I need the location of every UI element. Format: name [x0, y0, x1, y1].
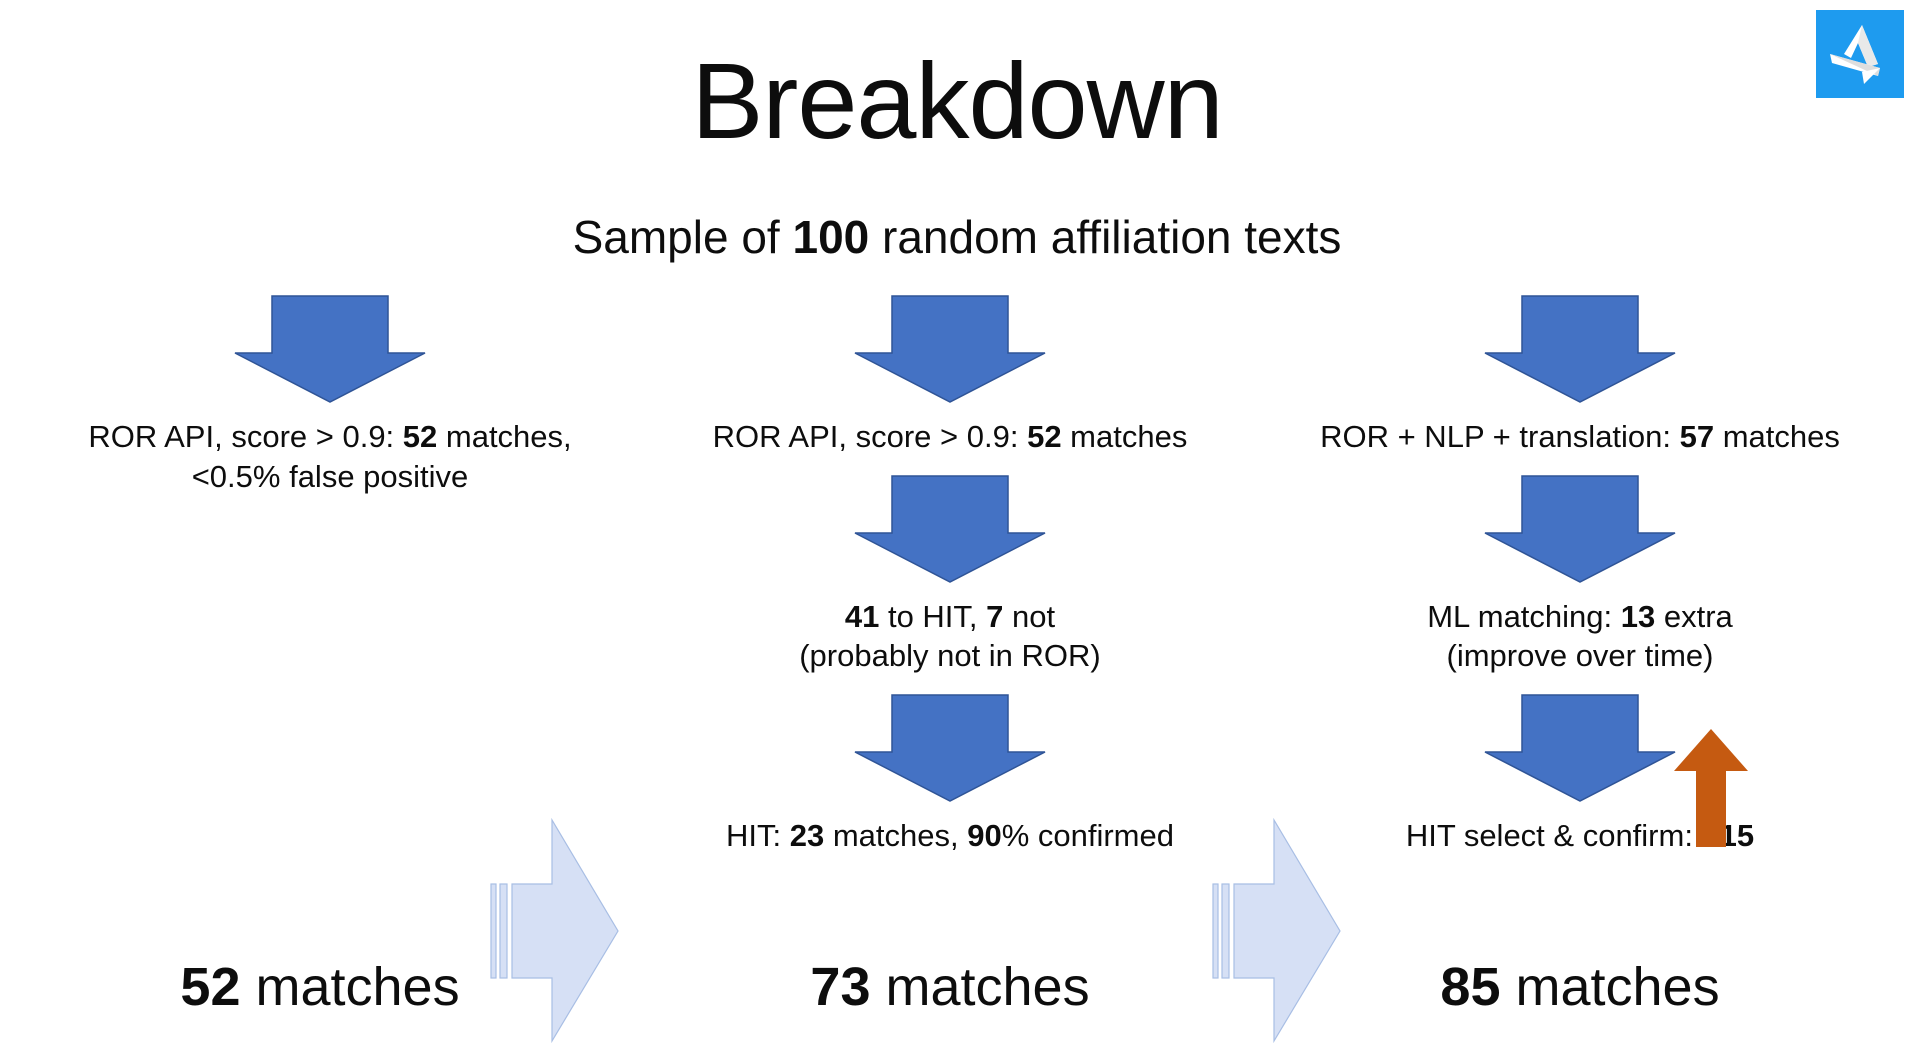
logo-mark-icon — [1816, 10, 1904, 98]
subtitle-suffix: random affiliation texts — [869, 211, 1342, 263]
column-1: ROR API, score > 0.9: 52 matches, <0.5% … — [20, 295, 640, 496]
total-label: matches — [1500, 957, 1720, 1017]
column-2-step-1-caption: ROR API, score > 0.9: 52 matches — [712, 419, 1188, 454]
orange-up-arrow-icon — [1672, 727, 1750, 849]
down-arrow-icon — [854, 295, 1046, 403]
down-arrow-icon — [854, 694, 1046, 802]
altmetric-logo — [1816, 10, 1904, 98]
striped-right-arrow-icon — [1212, 818, 1342, 1043]
down-arrow-icon — [854, 474, 1046, 583]
column-2: ROR API, score > 0.9: 52 matches 41 to H… — [640, 295, 1260, 856]
column-3-step-1-caption: ROR + NLP + translation: 57 matches — [1320, 419, 1840, 454]
slide-subtitle: Sample of 100 random affiliation texts — [0, 210, 1914, 264]
subtitle-prefix: Sample of — [572, 211, 793, 263]
total-value: 85 — [1440, 957, 1501, 1017]
total-label: matches — [240, 957, 460, 1017]
slide-title: Breakdown — [691, 40, 1223, 161]
down-arrow-icon — [234, 295, 426, 403]
total-value: 52 — [180, 957, 241, 1017]
column-1-total: 52 matches — [10, 960, 630, 1014]
column-2-step-2-caption: 41 to HIT, 7 not (probably not in ROR) — [799, 598, 1101, 674]
column-3-step-3-caption: HIT select & confirm: +15 — [1405, 818, 1755, 854]
column-3: ROR + NLP + translation: 57 matches ML m… — [1270, 295, 1890, 856]
total-label: matches — [870, 957, 1090, 1017]
column-2-step-3-caption: HIT: 23 matches, 90% confirmed — [726, 818, 1174, 854]
down-arrow-icon — [1484, 295, 1676, 403]
down-arrow-icon — [1484, 694, 1676, 802]
total-value: 73 — [810, 957, 871, 1017]
striped-right-arrow-icon — [490, 818, 620, 1043]
column-2-total: 73 matches — [640, 960, 1260, 1014]
column-3-total: 85 matches — [1270, 960, 1890, 1014]
column-3-step-2-caption: ML matching: 13 extra (improve over time… — [1427, 598, 1733, 674]
subtitle-sample-size: 100 — [792, 211, 870, 263]
column-1-step-1-caption: ROR API, score > 0.9: 52 matches, <0.5% … — [88, 419, 572, 494]
down-arrow-icon — [1484, 474, 1676, 583]
